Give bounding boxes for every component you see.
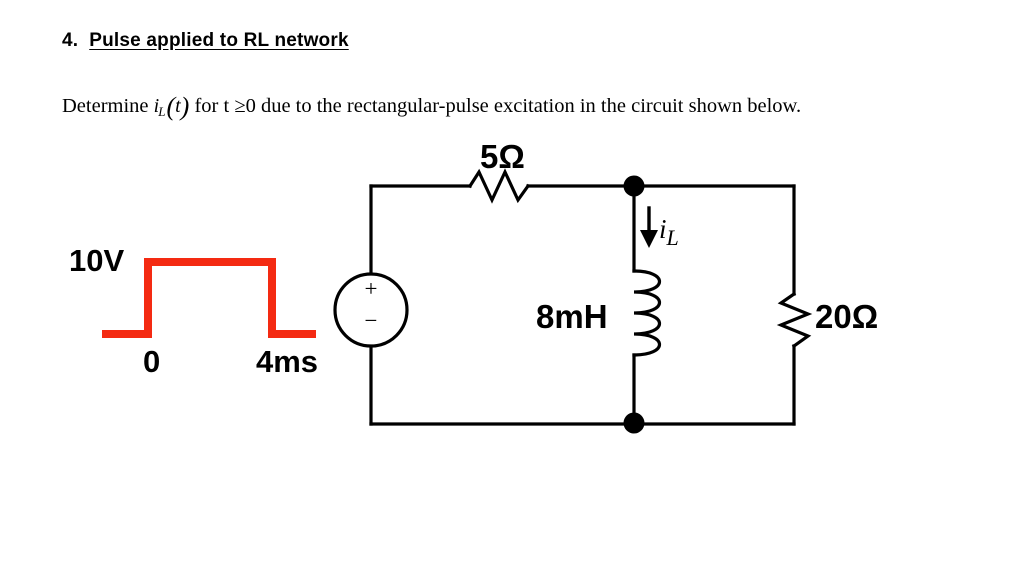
math-symbol-i: i — [153, 95, 160, 117]
current-symbol-i: i — [659, 214, 667, 244]
current-arrow-head — [640, 230, 658, 248]
inductor-symbol — [632, 269, 662, 357]
math-arg-t: t — [175, 95, 181, 117]
pulse-trace — [102, 258, 316, 338]
math-subscript-L: L — [158, 104, 166, 119]
math-expression: iL(t) — [153, 92, 190, 121]
load-resistor-label: 20Ω — [815, 298, 879, 335]
resistor-5ohm-symbol — [467, 168, 531, 204]
waveform-amplitude-label: 10V — [69, 243, 125, 278]
voltage-source-symbol — [333, 272, 409, 348]
node-dot-top — [623, 175, 645, 197]
source-minus-sign: − — [364, 308, 378, 333]
inductor-label: 8mH — [536, 298, 608, 335]
node-dot-bottom — [623, 412, 645, 434]
waveform-end-time-label: 4ms — [256, 344, 319, 379]
math-close-paren: ) — [180, 92, 190, 121]
math-open-paren: ( — [166, 92, 176, 121]
prompt-lead: Determine — [62, 95, 149, 117]
series-resistor-label: 5Ω — [480, 138, 525, 175]
problem-statement: Determine iL(t) for t ≥0 due to the rect… — [62, 92, 801, 122]
page-title: 4. Pulse applied to RL network — [62, 30, 349, 52]
current-subscript-L: L — [666, 225, 679, 250]
prompt-tail: for t ≥0 due to the rectangular-pulse ex… — [194, 95, 802, 117]
inductor-current-label: iL — [659, 214, 679, 251]
source-plus-sign: + — [364, 276, 378, 301]
resistor-20ohm-symbol — [776, 291, 813, 349]
waveform-start-time-label: 0 — [143, 344, 161, 379]
page-title-text: Pulse applied to RL network — [89, 30, 349, 51]
page-title-number: 4. — [62, 30, 79, 51]
